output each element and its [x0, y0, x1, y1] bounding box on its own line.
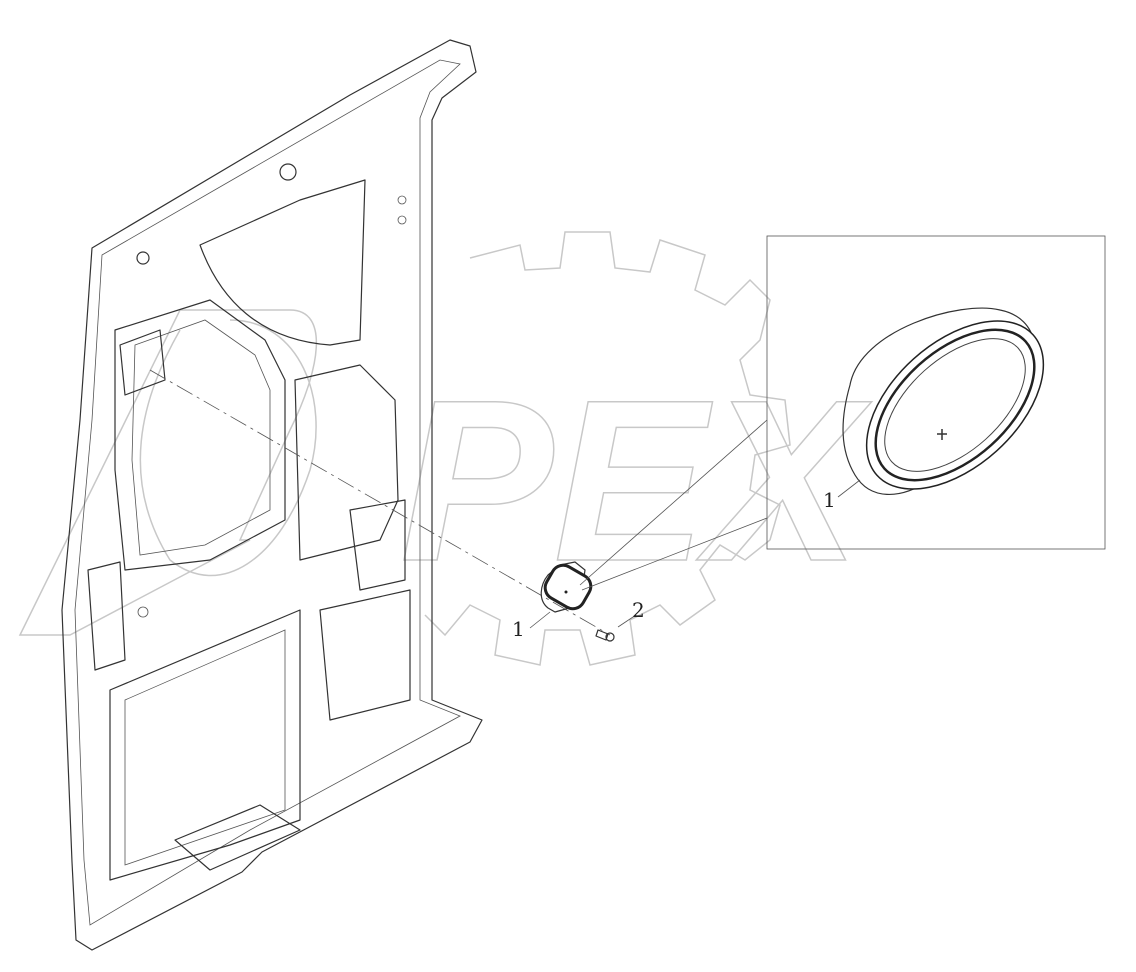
lamp-detail-large — [842, 307, 1045, 495]
detail-view-frame — [766, 235, 1106, 550]
lamp-part-small — [540, 561, 593, 613]
door-inner-panel — [61, 39, 483, 951]
callout-label-part-1: 1 — [512, 617, 525, 641]
callout-label-part-2: 2 — [632, 598, 645, 622]
screw-part — [595, 629, 615, 642]
callout-label-part-1-detail: 1 — [823, 488, 836, 512]
assembly-centerline — [149, 369, 611, 636]
watermark-text: PEX — [400, 352, 872, 609]
opex-watermark: PEX — [18, 231, 873, 666]
